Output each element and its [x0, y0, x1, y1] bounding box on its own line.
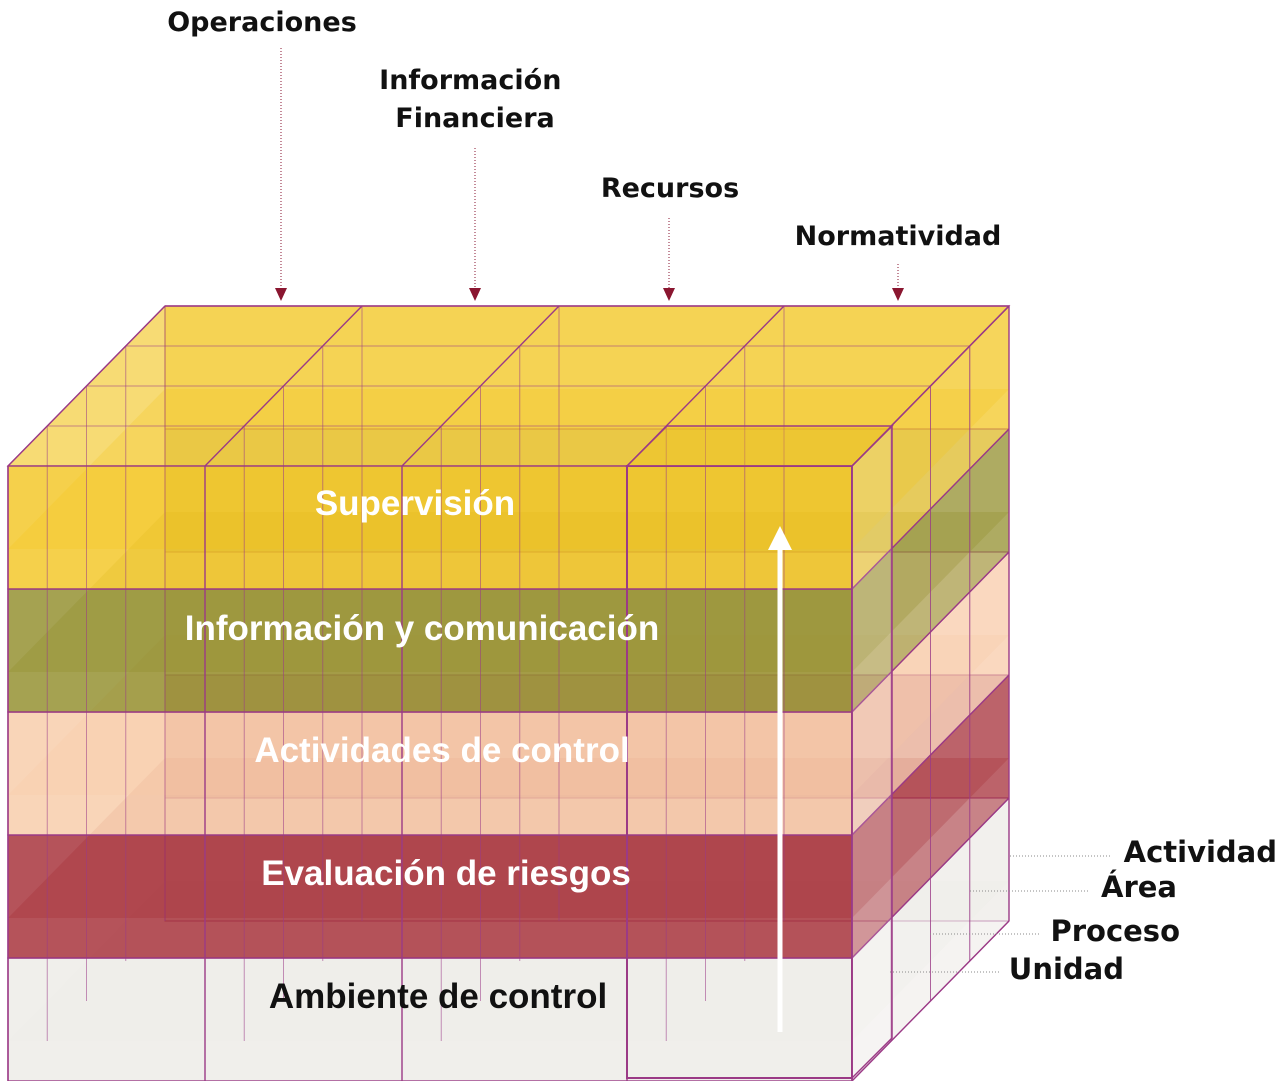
side-layer-edge: [851, 674, 1010, 836]
objective-label-operaciones-line: Operaciones: [167, 7, 357, 38]
component-label-risk-assessment: Evaluación de riesgos: [261, 854, 631, 893]
scope-label-actividad: Actividad: [1124, 835, 1277, 869]
side-layer-edge: [851, 920, 1010, 1081]
scope-labels: Actividad Área Proceso Unidad: [1009, 835, 1277, 986]
objective-pointers: [275, 48, 904, 301]
objective-label-informacion-line: Información: [379, 65, 561, 96]
component-labels: Supervisión Información y comunicación A…: [185, 484, 660, 1016]
column-top-face: [625, 425, 894, 467]
layer-front-face: [7, 465, 853, 590]
objective-label-informacion-financiera: Información Financiera: [379, 65, 571, 134]
component-label-control-activities: Actividades de control: [254, 731, 629, 770]
scope-label-proceso: Proceso: [1050, 914, 1180, 948]
component-label-information-communication: Información y comunicación: [185, 609, 660, 648]
objective-label-financiera-line: Financiera: [395, 103, 554, 134]
layer-front-face: [7, 588, 853, 713]
cube: [6, 304, 1011, 1081]
column-side-face: [851, 424, 893, 1080]
objective-label-operaciones: Operaciones: [167, 7, 357, 38]
objective-labels: Operaciones Información Financiera Recur…: [167, 7, 1001, 252]
objective-label-normatividad-line: Normatividad: [795, 221, 1002, 252]
scope-leaders: [890, 855, 1110, 973]
component-label-supervision: Supervisión: [315, 484, 515, 523]
component-label-control-environment: Ambiente de control: [269, 977, 607, 1016]
highlighted-column: [625, 424, 894, 1080]
side-layer-edge: [851, 551, 1010, 713]
objective-label-normatividad: Normatividad: [795, 221, 1002, 252]
layer-front-face: [7, 711, 853, 836]
objective-label-recursos: Recursos: [601, 173, 739, 204]
side-layer-edge: [851, 428, 1010, 590]
objective-label-recursos-line: Recursos: [601, 173, 739, 204]
side-layer-edge: [851, 797, 1010, 959]
scope-label-area: Área: [1101, 870, 1177, 904]
scope-label-unidad: Unidad: [1009, 952, 1124, 986]
layer-front-face: [7, 834, 853, 959]
upward-arrow: [768, 526, 792, 1032]
